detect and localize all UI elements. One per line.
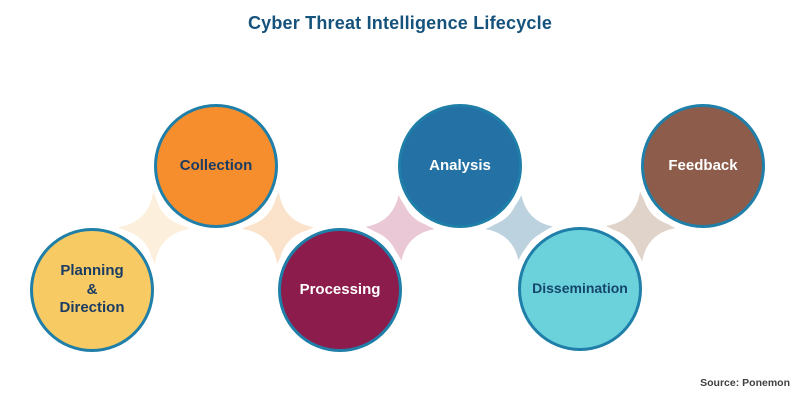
page-title: Cyber Threat Intelligence Lifecycle [247,13,553,33]
stage-analysis: Analysis [398,104,522,228]
ribbon-dissemination-to-feedback [593,179,689,275]
stage-planning-direction: Planning & Direction [30,228,154,352]
stage-collection: Collection [154,104,278,228]
stage-feedback: Feedback [641,104,765,228]
source-attribution: Source: Ponemon [700,377,790,389]
ribbon-processing-to-analysis [352,180,448,276]
stage-label: Dissemination [532,280,628,297]
stage-label: Feedback [668,156,738,174]
ribbon-collection-to-processing [230,180,326,276]
stage-processing: Processing [278,228,402,352]
stage-label: Planning & Direction [59,261,125,317]
stage-dissemination: Dissemination [518,227,642,351]
ribbon-analysis-to-dissemination [472,180,568,276]
stage-label: Analysis [429,156,491,174]
stage-label: Processing [299,280,381,298]
stage-label: Collection [179,156,253,174]
ribbon-planning-to-collection [106,180,202,276]
